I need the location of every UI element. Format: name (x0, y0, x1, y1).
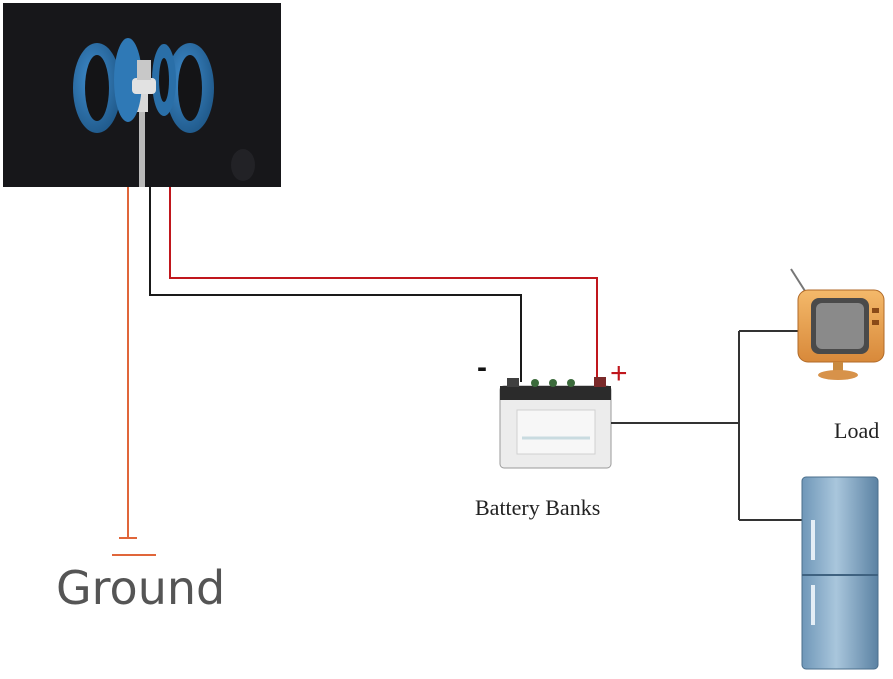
load-wires (611, 330, 802, 521)
positive-wire (169, 187, 598, 380)
load-label: Load (834, 418, 879, 443)
negative-sign: - (477, 351, 487, 384)
battery-label: Battery Banks (475, 495, 600, 520)
refrigerator-icon (801, 476, 879, 670)
ground-wire (112, 187, 156, 556)
negative-wire (149, 187, 522, 382)
positive-sign: + (610, 357, 628, 390)
wind-turbine-photo (3, 3, 281, 187)
retro-tv-icon (790, 268, 885, 380)
car-battery-icon (499, 377, 612, 469)
ground-label: Ground (56, 561, 225, 615)
